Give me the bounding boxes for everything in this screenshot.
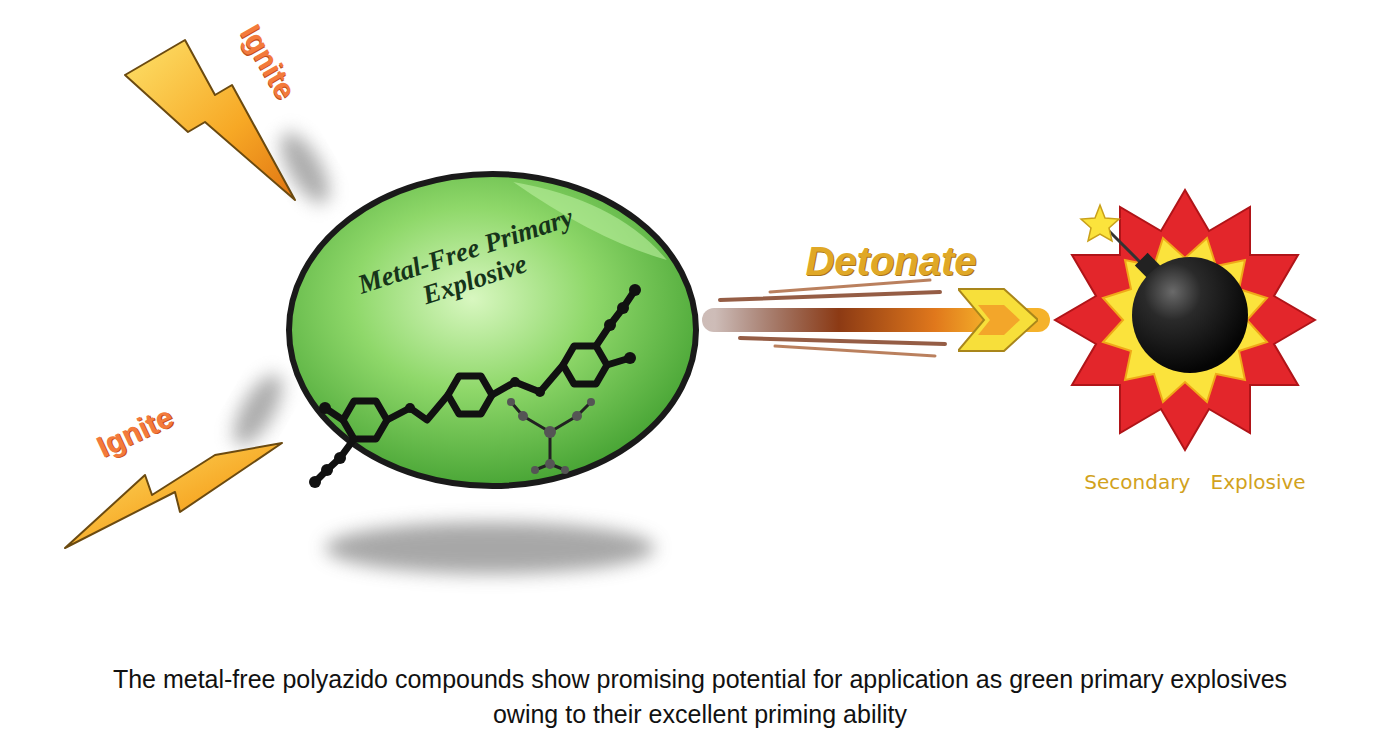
bomb-explosion [1055, 190, 1315, 450]
secondary-explosive-node: Secondary Explosive [1040, 180, 1350, 498]
node-heading: Secondary Explosive [1040, 470, 1350, 494]
primary-explosive-ellipse: Metal-Free Primary Explosive [285, 170, 700, 490]
figure-caption: The metal-free polyazido compounds show … [110, 662, 1290, 732]
drop-shadow [325, 522, 655, 574]
molecule-structure [309, 284, 641, 488]
ellipse-outline [285, 170, 700, 490]
drop-shadow [271, 125, 339, 210]
lightning-bolt [65, 443, 282, 548]
bomb-illustration [1040, 180, 1350, 498]
detonation-arrow [714, 308, 1038, 332]
ignite-label: Ignite [233, 19, 302, 105]
ignite-label: Ignite [92, 400, 179, 465]
drop-shadow [224, 367, 292, 452]
edge-label: Detonate [805, 239, 976, 284]
